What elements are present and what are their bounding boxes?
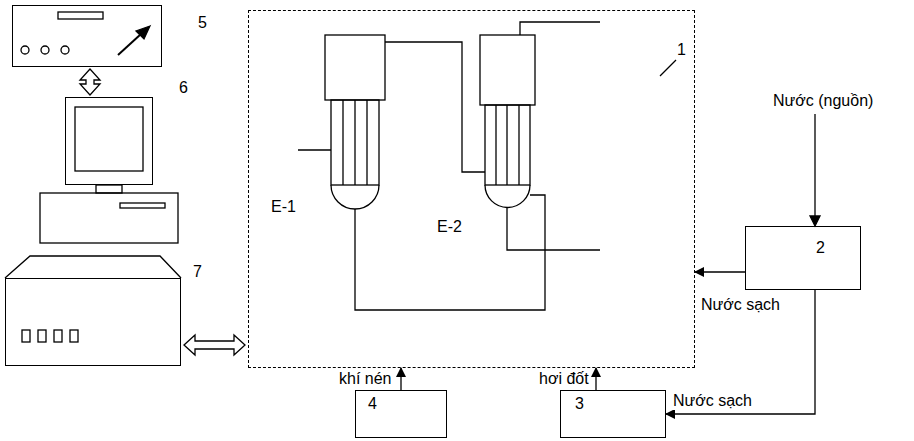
knob [41,46,49,54]
callout-number: 2 [816,239,825,257]
case-button [54,330,62,342]
data-link-arrow [80,69,100,95]
data-link-arrow [184,335,245,355]
feed-pipe [298,149,331,150]
flow-label: Nước sạch [700,296,781,314]
vessel-label: E-2 [436,218,463,236]
instrument-box: 5 [12,5,162,67]
case-button [22,330,30,342]
computer-case: 7 [5,278,181,366]
drive-slot [120,203,165,208]
liquid-pipe [355,195,545,310]
flow-arrow [666,290,815,414]
meter-needle [118,34,141,55]
source-label: Nước (nguồn) [772,92,874,110]
compressor-box: 4 [355,390,447,438]
leader-line [660,60,676,76]
monitor-stand [96,185,122,193]
flow-label: Nước sạch [672,392,753,410]
vapor-pipe [385,42,485,172]
flow-arrow [695,271,745,272]
flow-label: khí nén [338,370,392,388]
product-outlet [507,208,600,250]
desktop-unit [40,193,178,243]
evaporator-chamber [480,35,535,105]
callout-number: 3 [575,395,584,413]
tube-bundle [485,105,530,185]
case-button [70,330,78,342]
case-top [5,256,181,278]
bottom-dome [331,185,379,209]
callout-number: 1 [677,41,686,59]
vessel-label: E-1 [270,198,297,216]
bottom-dome [485,185,530,208]
boiler-box: 3 [560,390,666,438]
case-button [38,330,46,342]
needle-head [136,26,150,39]
equipment-region: 1 [248,10,695,368]
flow-label: hơi đốt [538,370,590,388]
knob [61,46,69,54]
display-slot [58,12,103,19]
arrow-head [810,216,820,226]
vapor-outlet [520,22,600,35]
monitor-box: 6 [65,97,153,185]
tube-bundle [331,100,379,185]
flow-arrow [400,368,401,390]
source-line [814,114,815,218]
knob [21,46,29,54]
callout-number: 5 [198,14,207,32]
water-treatment-box: 2 [745,226,861,290]
callout-number: 4 [368,395,377,413]
flow-arrow [595,368,596,390]
evaporator-chamber [325,35,385,100]
callout-number: 7 [193,263,202,281]
screen [75,107,143,171]
callout-number: 6 [179,79,188,97]
